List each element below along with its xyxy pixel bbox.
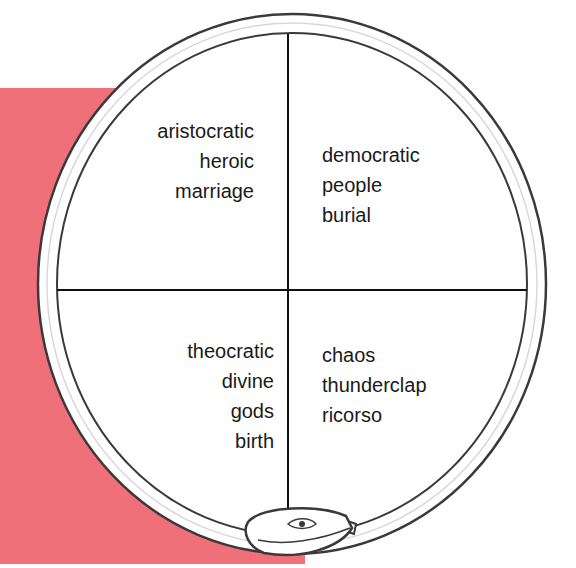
quadrant-term: birth [187, 426, 274, 456]
quadrant-term: aristocratic [157, 116, 254, 146]
quadrant-term: burial [322, 200, 420, 230]
serpent-eye [288, 519, 316, 529]
divider-line [57, 289, 527, 291]
quadrant-term: chaos [322, 340, 427, 370]
quadrant-term: divine [187, 366, 274, 396]
quadrant-term: marriage [157, 176, 254, 206]
quadrant-node: aristocraticheroicmarriage [153, 114, 258, 208]
quadrant-term: gods [187, 396, 274, 426]
serpent-head [246, 508, 352, 555]
serpent-body-shade [47, 23, 537, 545]
quadrant-term: democratic [322, 140, 420, 170]
serpent-pupil [299, 521, 305, 527]
quadrant-node: chaosthunderclapricorso [318, 338, 431, 432]
quadrant-term: thunderclap [322, 370, 427, 400]
divider-line [287, 34, 289, 534]
serpent-body-inner [57, 33, 527, 535]
quadrant-term: ricorso [322, 400, 427, 430]
serpent-mouth [258, 528, 350, 542]
quadrant-term: theocratic [187, 336, 274, 366]
serpent-body-outer [38, 14, 546, 554]
quadrant-term: people [322, 170, 420, 200]
quadrant-term: heroic [157, 146, 254, 176]
quadrant-node: theocraticdivinegodsbirth [183, 334, 278, 458]
quadrant-node: democraticpeopleburial [318, 138, 424, 232]
